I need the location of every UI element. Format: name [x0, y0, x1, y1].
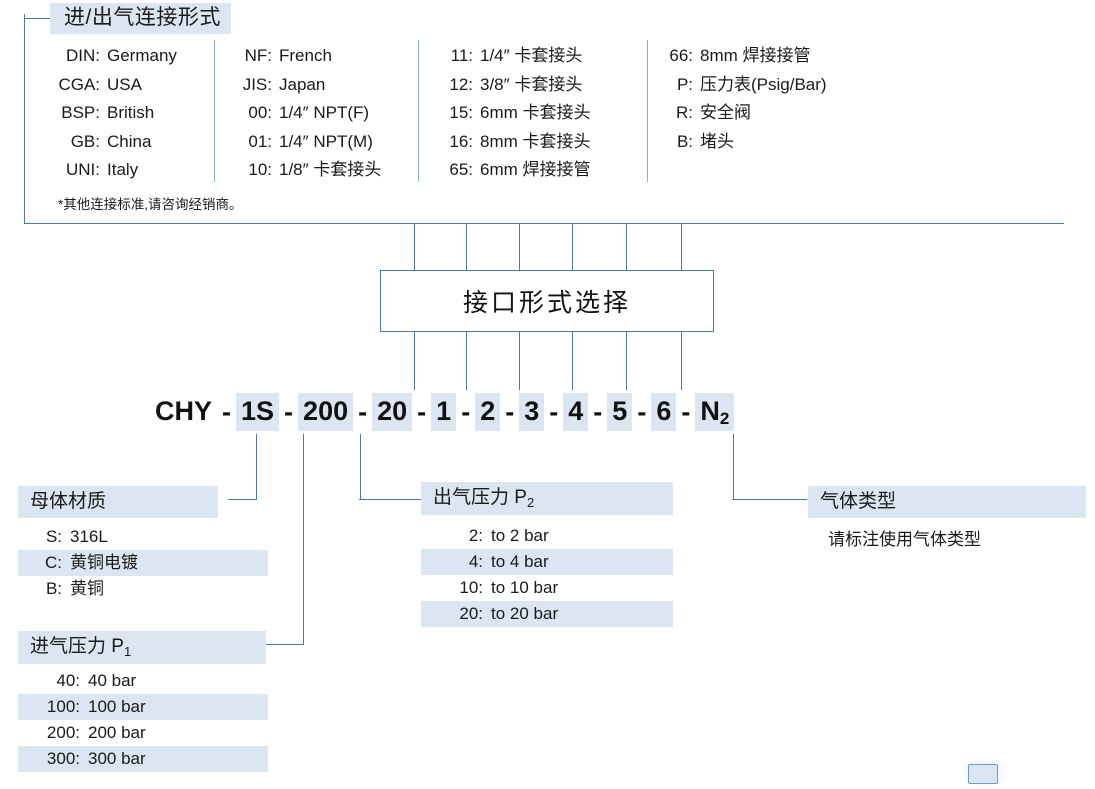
outlet-pressure-options: 2:to 2 bar 4:to 4 bar 10:to 10 bar 20:to…: [421, 523, 673, 627]
column-divider-3: [647, 40, 648, 182]
code-segment-2: 2: [475, 393, 501, 431]
option-row: 40:40 bar: [56, 671, 137, 690]
option-row: 300:300 bar: [18, 746, 268, 772]
code-segment-inlet-pressure: 200: [298, 393, 354, 431]
code-segment-outlet-pressure: 20: [372, 393, 413, 431]
connection-column-2: NF:French JIS:Japan 00:1/4″ NPT(F) 01:1/…: [238, 42, 382, 185]
connector-up-4: [572, 224, 573, 270]
connection-footnote: *其他连接标准,请咨询经销商。: [58, 197, 243, 212]
connection-item: 16:8mm 卡套接头: [449, 131, 591, 151]
code-segment-gas: N2: [695, 393, 735, 431]
connection-item: BSP:British: [61, 103, 155, 123]
scroll-thumb-widget[interactable]: [968, 764, 998, 784]
connector-inlet-v: [303, 434, 304, 644]
code-segment-chy: CHY: [155, 396, 213, 426]
gas-type-title: 气体类型: [808, 486, 1086, 518]
interface-type-box: 接口形式选择: [380, 270, 714, 332]
connector-inlet-h: [266, 644, 304, 645]
inlet-pressure-options: 40:40 bar 100:100 bar 200:200 bar 300:30…: [18, 668, 268, 772]
code-dash: -: [593, 396, 603, 427]
option-row: B:黄铜: [45, 579, 104, 598]
connector-outlet-v: [360, 434, 361, 499]
connection-type-panel: [24, 14, 1064, 224]
code-dash: -: [681, 396, 691, 427]
connector-down-6: [681, 332, 682, 390]
outlet-pressure-title: 出气压力 P2: [421, 482, 673, 515]
connector-up-3: [519, 224, 520, 270]
connection-item: UNI:Italy: [66, 160, 139, 180]
option-row: 200:200 bar: [46, 723, 146, 742]
body-material-title: 母体材质: [18, 486, 218, 518]
connection-item: P:压力表(Psig/Bar): [676, 74, 827, 94]
connector-gas-h: [732, 499, 807, 500]
connector-up-2: [466, 224, 467, 270]
option-row: 4:to 4 bar: [421, 549, 673, 575]
connection-item: 12:3/8″ 卡套接头: [449, 74, 583, 94]
connection-item: R:安全阀: [676, 103, 751, 123]
option-row: 10:to 10 bar: [459, 578, 559, 597]
connector-down-4: [572, 332, 573, 390]
connector-down-3: [519, 332, 520, 390]
connector-gas-v: [733, 434, 734, 499]
code-dash: -: [637, 396, 647, 427]
connector-up-1: [414, 224, 415, 270]
gas-type-note: 请标注使用气体类型: [828, 530, 981, 549]
code-dash: -: [505, 396, 515, 427]
connector-up-6: [681, 224, 682, 270]
connector-up-5: [626, 224, 627, 270]
code-dash: -: [222, 396, 232, 427]
code-segment-5: 5: [607, 393, 633, 431]
connection-type-title: 进/出气连接形式: [50, 3, 231, 34]
code-segment-1: 1: [431, 393, 457, 431]
option-row: S:316L: [45, 527, 108, 546]
connector-material-h: [228, 499, 257, 500]
option-row: 2:to 2 bar: [468, 526, 549, 545]
option-row: 100:100 bar: [18, 694, 268, 720]
connection-item: 15:6mm 卡套接头: [449, 103, 591, 123]
code-segment-material: 1S: [236, 393, 280, 431]
interface-type-label: 接口形式选择: [462, 289, 631, 317]
connection-item: 11:1/4″ 卡套接头: [450, 46, 583, 65]
code-segment-6: 6: [651, 393, 677, 431]
code-dash: -: [358, 396, 368, 427]
connection-item: 65:6mm 焊接接管: [449, 160, 591, 180]
code-segment-3: 3: [519, 393, 545, 431]
model-code-line: CHY - 1S - 200 - 20 - 1 - 2 - 3 - 4 - 5 …: [150, 393, 735, 431]
column-divider-2: [418, 40, 419, 182]
code-dash: -: [549, 396, 559, 427]
code-dash: -: [461, 396, 471, 427]
connection-column-3: 11:1/4″ 卡套接头 12:3/8″ 卡套接头 15:6mm 卡套接头 16…: [443, 42, 591, 185]
connection-item: NF:French: [244, 46, 332, 65]
connection-column-4: 66:8mm 焊接接管 P:压力表(Psig/Bar) R:安全阀 B:堵头: [665, 42, 827, 156]
body-material-options: S:316L C:黄铜电镀 B:黄铜: [18, 524, 268, 602]
connector-down-1: [414, 332, 415, 390]
connection-item: B:堵头: [676, 131, 734, 151]
code-dash: -: [417, 396, 427, 427]
connection-item: GB:China: [70, 131, 152, 151]
code-segment-4: 4: [563, 393, 589, 431]
connection-type-panel-bracket-tick: [24, 18, 52, 19]
connector-material-v: [256, 434, 257, 499]
connector-down-5: [626, 332, 627, 390]
connection-item: 01:1/4″ NPT(M): [248, 131, 373, 151]
connection-item: DIN:Germany: [66, 46, 177, 65]
option-row: C:黄铜电镀: [18, 550, 268, 576]
connection-item: 10:1/8″ 卡套接头: [248, 160, 382, 180]
connector-down-2: [466, 332, 467, 390]
option-row: 20:to 20 bar: [421, 601, 673, 627]
code-dash: -: [284, 396, 294, 427]
connection-column-1: DIN:Germany CGA:USA BSP:British GB:China…: [50, 42, 177, 185]
connection-item: 00:1/4″ NPT(F): [248, 103, 370, 123]
inlet-pressure-title: 进气压力 P1: [18, 631, 266, 664]
connection-item: JIS:Japan: [242, 74, 326, 94]
connector-outlet-h: [359, 499, 421, 500]
connection-item: 66:8mm 焊接接管: [669, 46, 811, 65]
connection-item: CGA:USA: [58, 74, 142, 94]
column-divider-1: [214, 40, 215, 182]
